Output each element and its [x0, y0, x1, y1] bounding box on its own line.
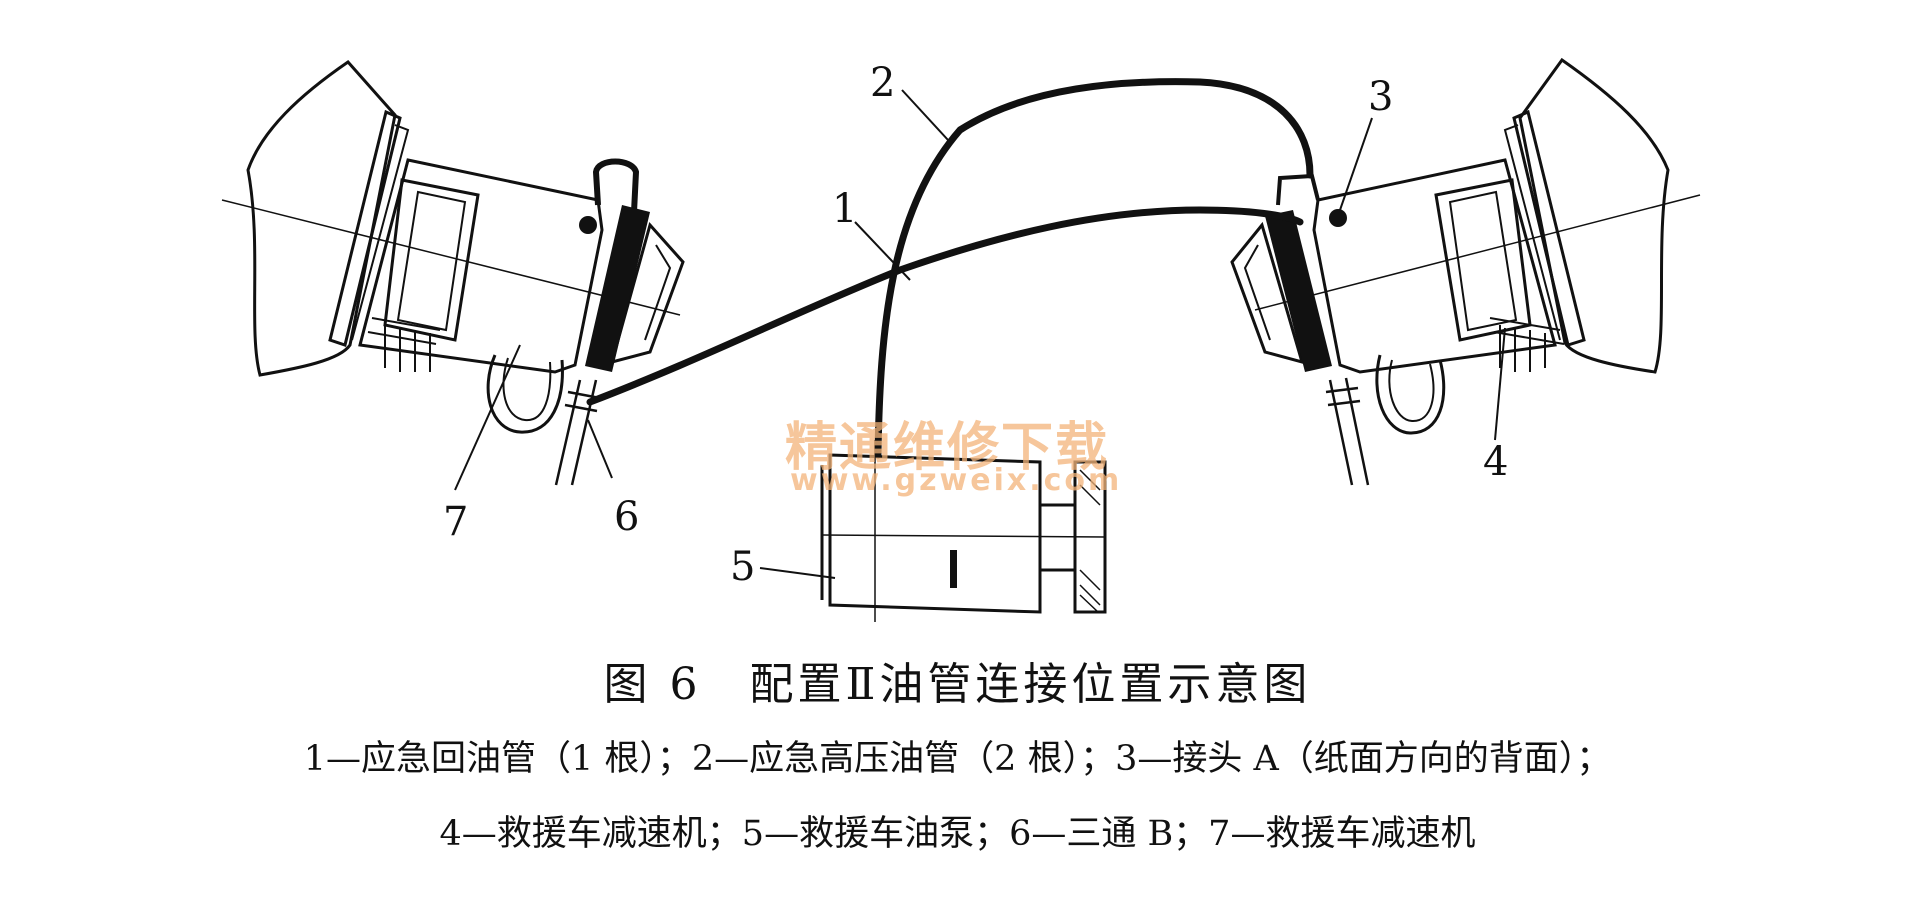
left-gearbox-window-inner — [396, 190, 467, 332]
right-reducer — [1230, 57, 1701, 486]
leader-1 — [854, 221, 911, 281]
right-housing-outline — [1518, 57, 1670, 374]
right-flange-plate — [1512, 109, 1586, 347]
right-motor-flange-inner — [1243, 244, 1271, 341]
rescue-pump — [820, 440, 1107, 622]
right-lower-cup — [1375, 354, 1446, 435]
right-flange-inner — [1503, 124, 1561, 341]
left-black-band — [585, 205, 650, 372]
label-5: 5 — [730, 544, 755, 590]
pump-marker — [950, 550, 957, 588]
label-7: 7 — [443, 499, 468, 545]
leader-lines — [454, 89, 1506, 579]
pump-gear-hatch — [1079, 469, 1101, 613]
right-gearbox-window — [1434, 178, 1532, 342]
label-2: 2 — [870, 60, 895, 106]
leader-4 — [1494, 327, 1506, 441]
left-flange-plate — [328, 109, 402, 347]
left-gearbox-window — [383, 178, 480, 342]
leader-5 — [759, 567, 836, 579]
right-motor-flange — [1230, 221, 1305, 365]
left-dot — [579, 216, 597, 234]
hose-2-high-pressure — [874, 78, 1314, 459]
right-gearbox-body — [1312, 158, 1557, 374]
label-1: 1 — [832, 186, 857, 232]
right-lower-pipe-rings — [1325, 386, 1361, 407]
left-flange-inner — [351, 124, 410, 341]
watermark-url: www.gzweix.com — [790, 463, 1123, 498]
left-handle — [592, 158, 640, 213]
left-reducer — [221, 60, 685, 486]
right-black-band — [1265, 210, 1332, 372]
leader-3 — [1339, 117, 1373, 211]
left-lower-cup — [486, 354, 564, 434]
left-mount-bar — [367, 317, 441, 345]
label-4: 4 — [1483, 439, 1508, 485]
legend-line-2: 4—救援车减速机；5—救援车油泵；6—三通 B；7—救援车减速机 — [439, 814, 1476, 854]
label-3: 3 — [1368, 74, 1393, 120]
right-dot — [1329, 209, 1347, 227]
right-mount-bolts — [1499, 325, 1546, 372]
right-lower-pipe — [1328, 377, 1370, 486]
right-connector-a — [1276, 173, 1320, 206]
right-gearbox-window-inner — [1448, 190, 1518, 332]
left-gearbox-body — [358, 158, 604, 374]
pump-gear — [1073, 460, 1107, 614]
watermark-text: 精通维修下载 — [785, 418, 1110, 478]
label-6: 6 — [614, 494, 639, 540]
leader-6 — [587, 419, 613, 479]
leader-2 — [901, 89, 949, 141]
leader-7 — [454, 344, 521, 491]
figure-title: 图 6 配置Ⅱ油管连接位置示意图 — [603, 659, 1312, 710]
left-motor-flange-inner — [644, 244, 672, 341]
right-axis-line — [1254, 194, 1701, 311]
hose-1-return — [586, 206, 1304, 406]
left-mount-bolts — [384, 325, 431, 372]
right-lower-cup-inner — [1388, 359, 1435, 423]
pump-centre-horizontal — [821, 534, 1106, 538]
pump-body — [828, 453, 1042, 614]
left-housing-outline — [246, 60, 397, 377]
legend-line-1: 1—应急回油管（1 根）；2—应急高压油管（2 根）；3—接头 A（纸面方向的背… — [303, 739, 1612, 779]
